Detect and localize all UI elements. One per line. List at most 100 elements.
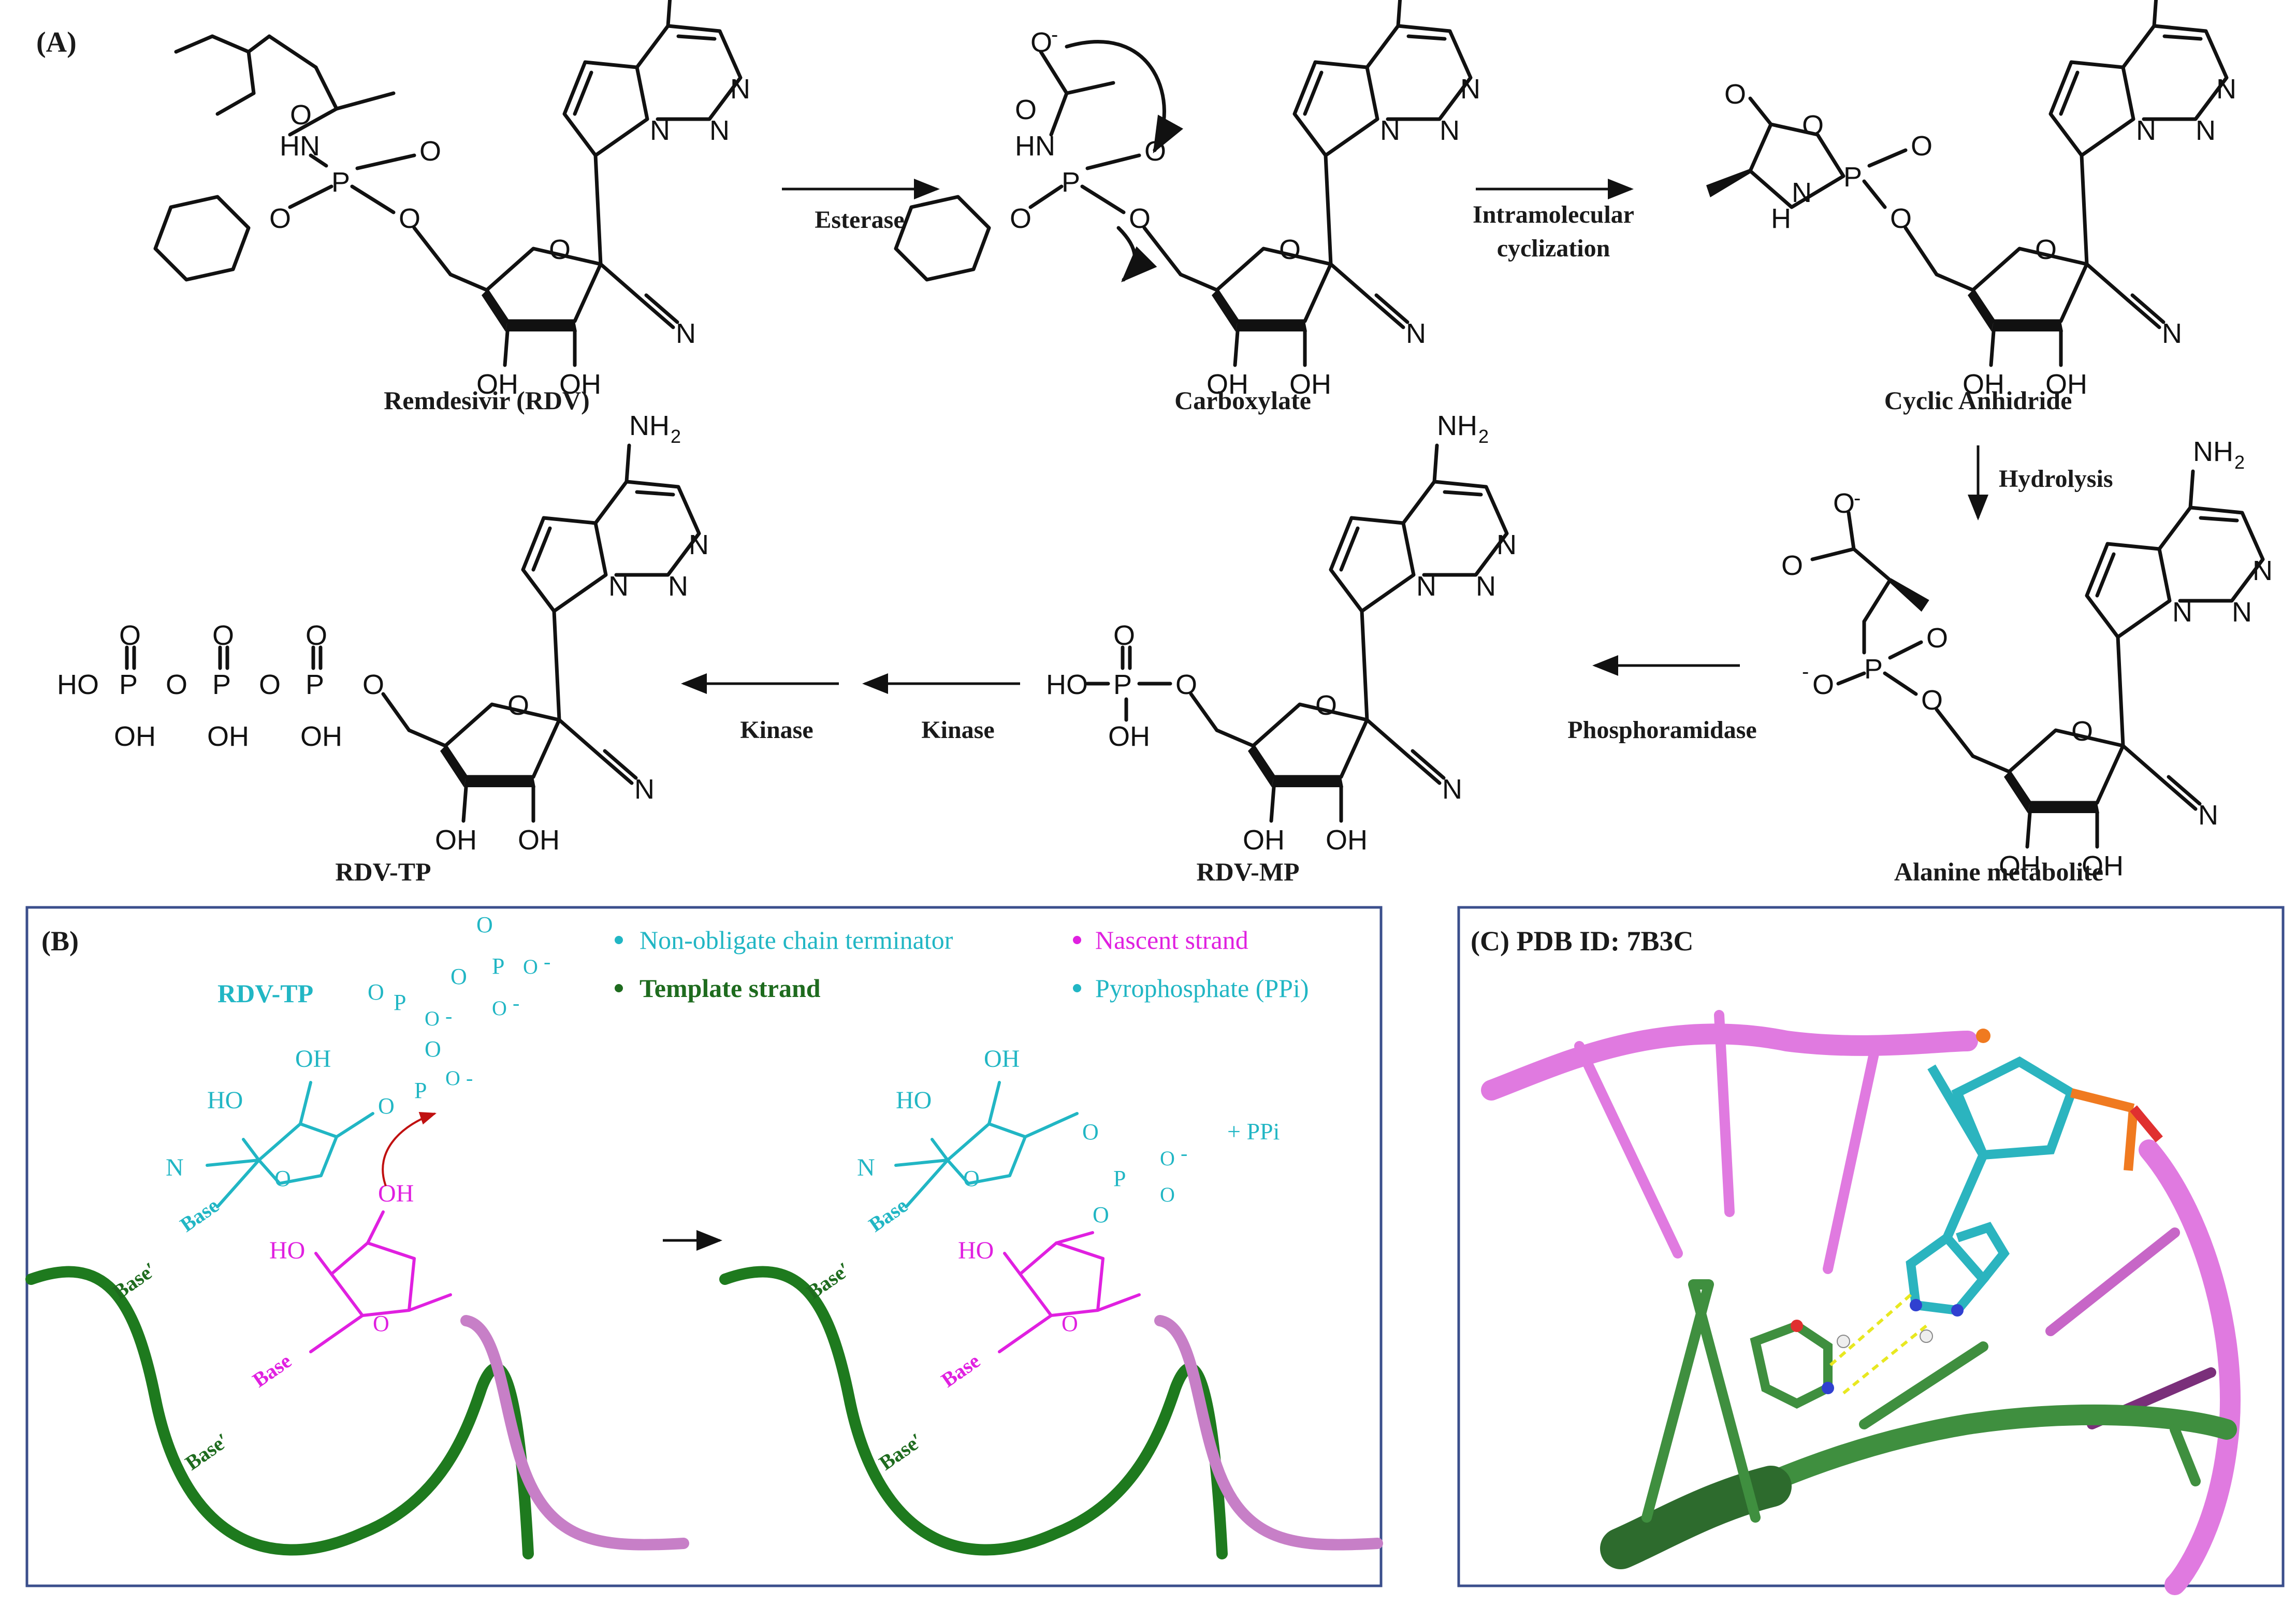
panel-c-label: (C) PDB ID: 7B3C [1471,926,1693,957]
panel-a-label: (A) [36,26,77,59]
svg-text:-: - [445,1004,452,1028]
legend: Non-obligate chain terminator Nascent st… [615,926,1309,1003]
svg-text:O: O [1724,79,1746,110]
svg-text:O: O [476,912,493,937]
svg-text:O: O [963,1166,980,1191]
label-esterase: Esterase [815,206,904,234]
svg-text:OH: OH [295,1045,331,1073]
structure-7b3c [1481,1010,2241,1595]
svg-text:P: P [1113,1166,1126,1191]
base-prime-right-2: Base′ [875,1428,927,1474]
svg-text:O: O [259,669,281,700]
svg-text:P: P [1062,167,1080,198]
svg-text:P: P [414,1078,427,1103]
svg-text:O: O [1129,203,1151,234]
svg-text:P: P [331,167,350,198]
panel-b-label: (B) [41,926,79,957]
svg-text:O: O [1030,27,1052,58]
svg-text:O: O [425,1036,441,1062]
svg-text:O: O [306,620,327,651]
svg-text:O: O [1010,203,1031,234]
molecule-alanine-metabolite: O P O O - O O - Alanine metabolite [1781,436,2273,886]
svg-text:O: O [1160,1147,1175,1170]
legend-ppi: Pyrophosphate (PPi) [1095,974,1309,1003]
svg-text:O: O [373,1311,389,1336]
svg-text:P: P [394,990,406,1015]
svg-text:-: - [1802,660,1809,683]
base-rdv-right: Base [864,1194,911,1237]
svg-text:O: O [1812,669,1834,700]
label-kinase-2: Kinase [740,716,813,744]
svg-text:HO: HO [1046,669,1088,700]
svg-text:P: P [306,669,324,700]
base-nascent-left: Base [248,1349,295,1392]
legend-chain-terminator: Non-obligate chain terminator [640,926,953,955]
svg-text:O: O [1802,110,1824,141]
svg-text:O: O [269,203,291,234]
label-rdv-mp: RDV-MP [1197,857,1300,886]
svg-text:O: O [368,979,384,1005]
svg-text:O: O [362,669,384,700]
svg-text:O: O [290,99,312,131]
label-rdv-tp: RDV-TP [335,857,431,886]
svg-text:H: H [1771,203,1791,234]
svg-text:HO: HO [57,669,99,700]
svg-text:P: P [1843,162,1862,193]
svg-text:O: O [1781,550,1803,581]
label-phosphoramidase: Phosphoramidase [1567,716,1756,744]
svg-text:O: O [445,1066,460,1090]
svg-text:-: - [544,950,550,973]
svg-text:-: - [1181,1141,1187,1165]
svg-text:P: P [1864,654,1883,685]
svg-text:O: O [1833,488,1855,519]
scheme-after: O OH HO O P O - O O N Base + PPi O HO Ba… [719,1045,1383,1559]
label-carboxylate: Carboxylate [1174,386,1311,415]
legend-template-strand: Template strand [640,974,821,1003]
label-hydrolysis: Hydrolysis [1999,465,2113,493]
svg-text:P: P [1113,669,1132,700]
svg-text:HO: HO [207,1087,243,1114]
svg-text:P: P [119,669,138,700]
svg-text:O: O [274,1166,291,1191]
svg-text:O: O [212,620,234,651]
label-cyclization-2: cyclization [1497,235,1610,262]
svg-text:O: O [119,620,141,651]
svg-text:O: O [1926,623,1948,654]
base-prime-left-2: Base′ [181,1428,233,1474]
svg-text:N: N [166,1154,184,1181]
molecule-cyclic-anhydride: O P O O H N O Cyclic Anhidride [1706,0,2236,415]
svg-text:HO: HO [958,1237,994,1264]
svg-text:O: O [1890,203,1912,234]
svg-text:O: O [451,964,467,989]
svg-text:O: O [1175,669,1197,700]
label-remdesivir: Remdesivir (RDV) [384,386,590,415]
svg-text:P: P [492,953,504,979]
panel-b-frame [25,906,1383,1587]
svg-text:HO: HO [269,1237,305,1264]
svg-text:O: O [1160,1183,1175,1206]
svg-text:-: - [513,991,519,1015]
svg-text:OH: OH [984,1045,1020,1073]
svg-text:-: - [1051,23,1058,46]
svg-text:O: O [399,203,420,234]
svg-text:O: O [492,996,507,1020]
molecule-rdv-mp: O P O OH HO RDV-MP [1046,410,1517,886]
svg-text:O: O [1093,1202,1109,1227]
svg-text:O: O [166,669,187,700]
svg-text:O: O [523,955,538,978]
rdvtp-title: RDV-TP [217,979,313,1008]
svg-text:OH: OH [207,721,249,752]
molecule-carboxylate: O P O O HN O O - Carboxylate [894,0,1480,415]
svg-text:O: O [425,1007,440,1030]
svg-text:O: O [378,1093,395,1119]
svg-text:P: P [212,669,231,700]
ppi-label: + PPi [1227,1118,1280,1145]
svg-text:OH: OH [114,721,156,752]
panel-c-frame [1457,906,2285,1587]
label-alanine-metabolite: Alanine metabolite [1894,857,2103,886]
molecule-rdv-tp: O P O OH O P O OH O P O OH HO RDV-TP [57,410,709,886]
svg-text:-: - [1854,487,1861,510]
svg-text:HN: HN [1015,131,1055,162]
